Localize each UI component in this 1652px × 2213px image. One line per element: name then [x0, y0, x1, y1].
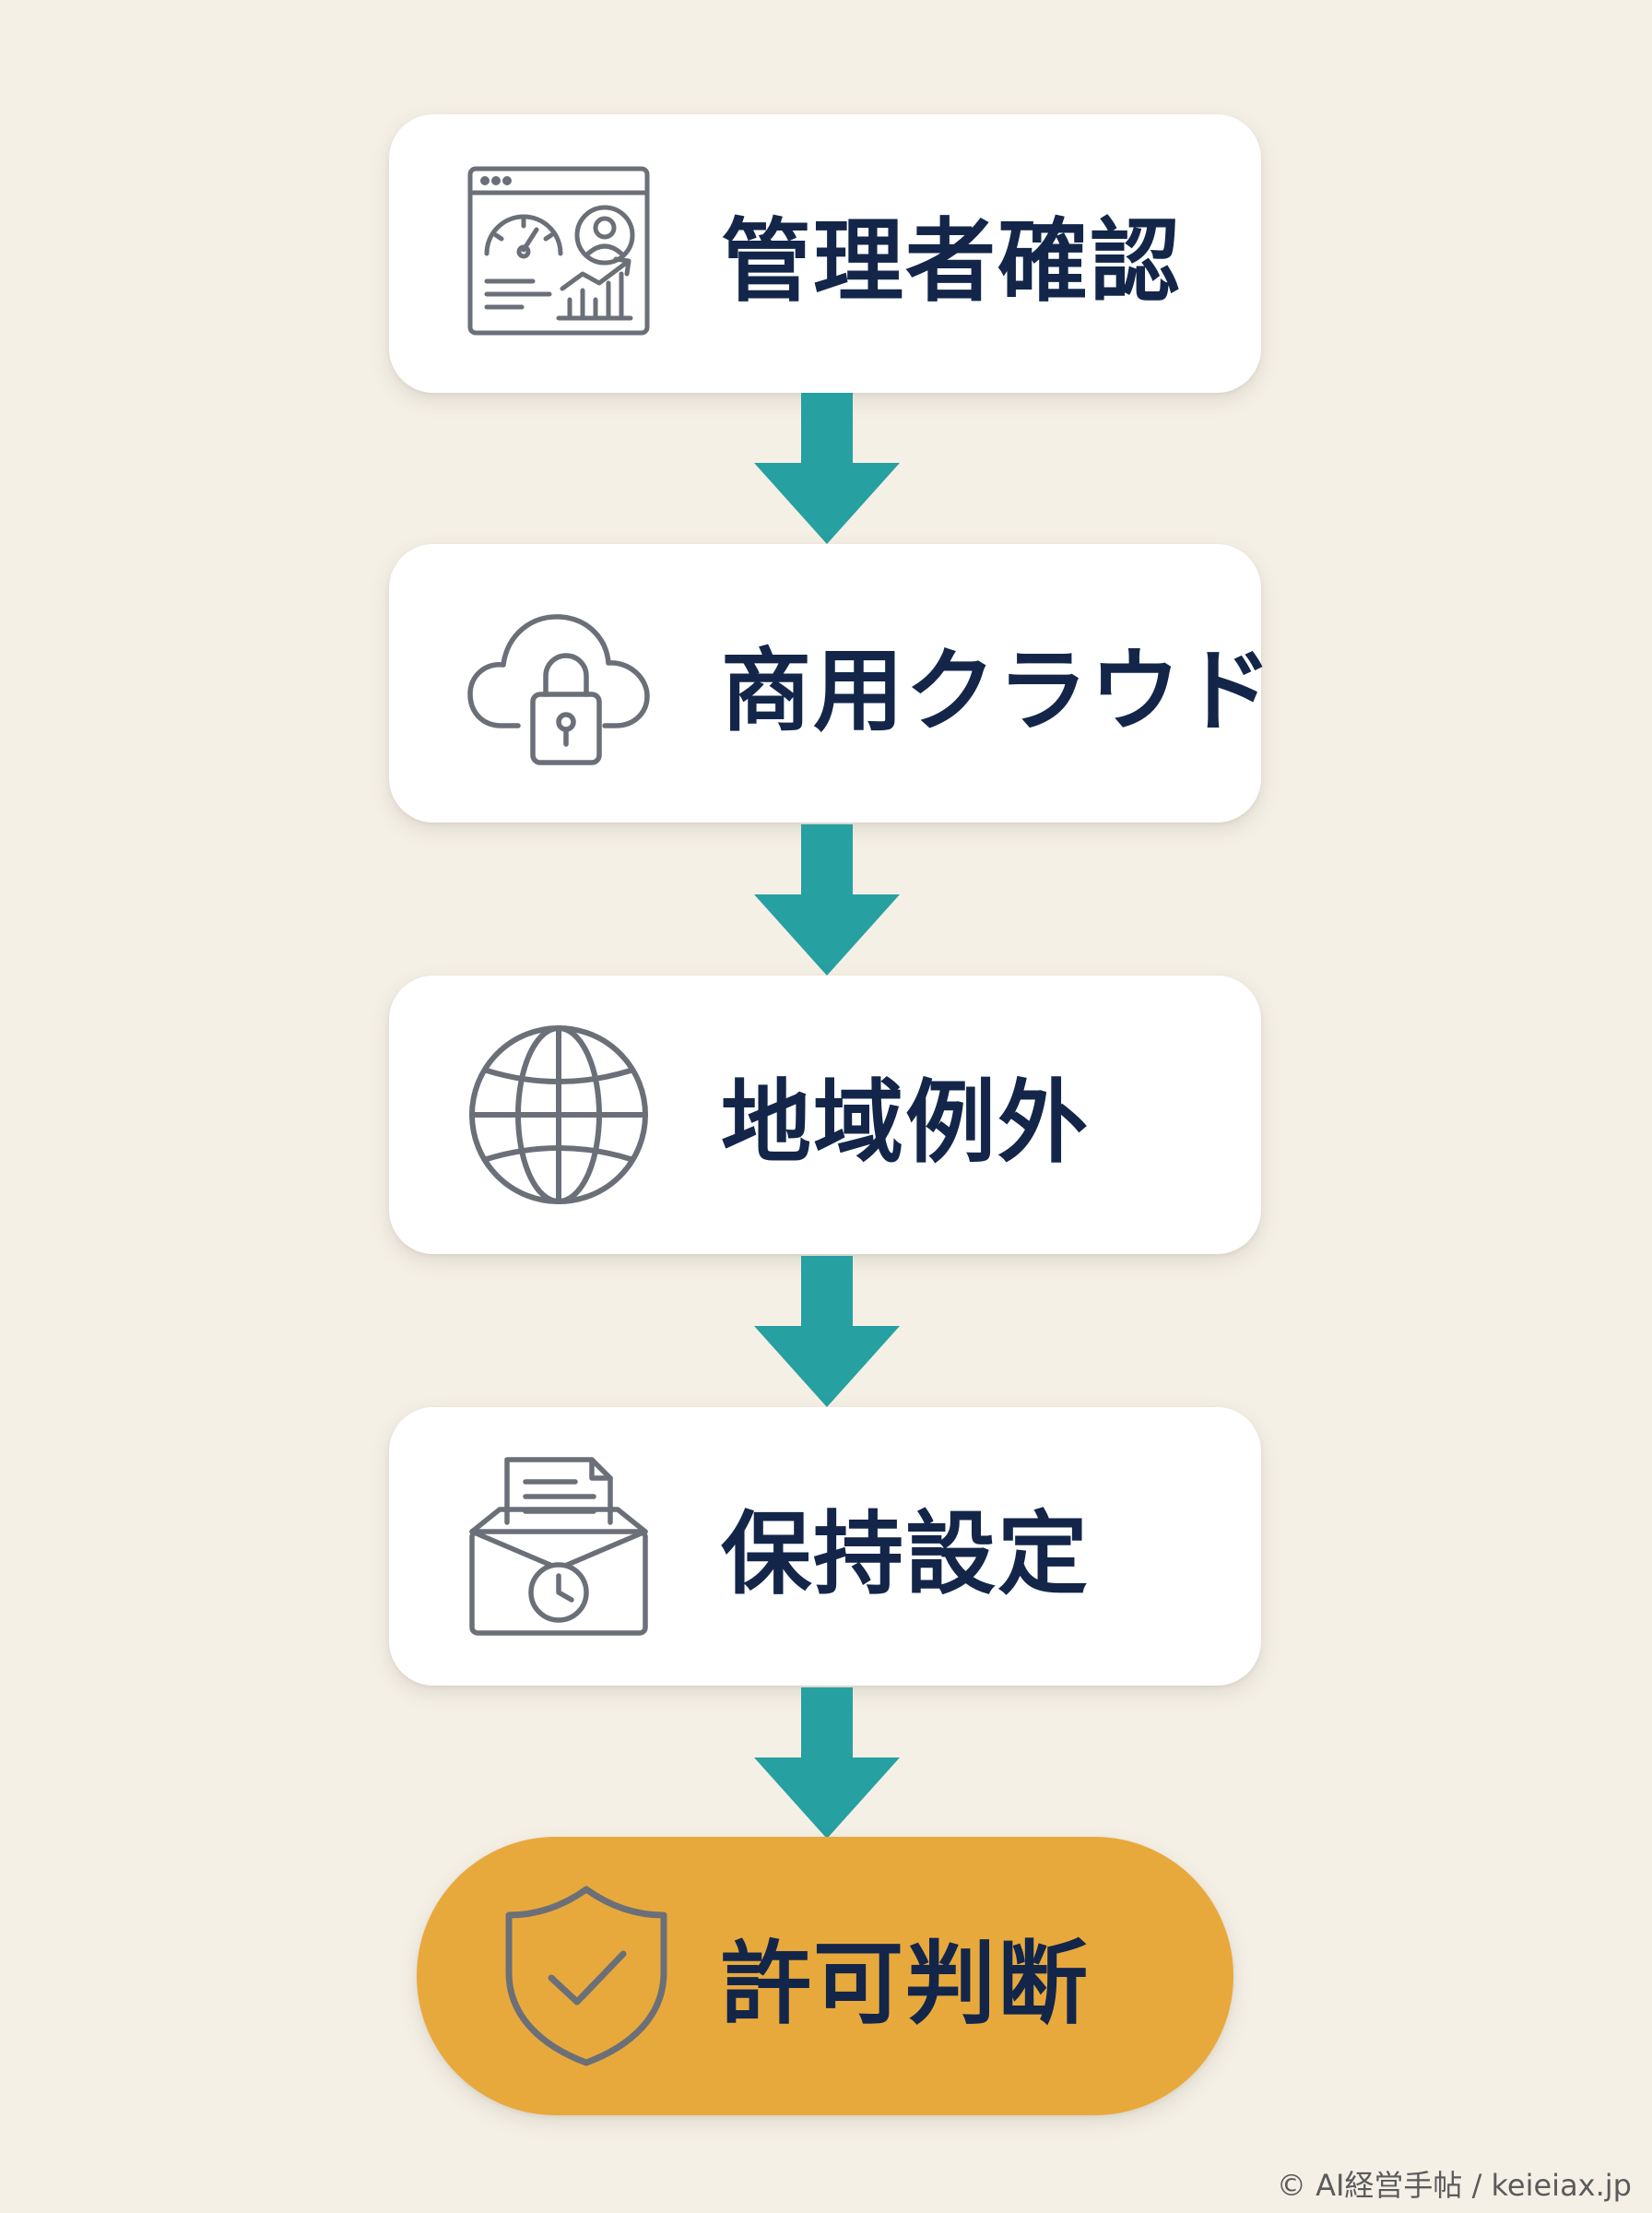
copyright-credit: © AI経営手帖 / keieiax.jp	[1276, 2168, 1632, 2203]
step-label: 保持設定	[721, 1502, 1091, 1607]
shield-check-icon	[494, 1884, 678, 2068]
flow-arrow	[754, 1687, 900, 1839]
flow-arrow	[754, 1256, 900, 1407]
step-card-regional-exception: 地域例外	[389, 976, 1261, 1254]
step-label: 管理者確認	[721, 209, 1183, 314]
archive-clock-icon	[466, 1454, 651, 1639]
final-label: 許可判断	[721, 1932, 1091, 2037]
step-card-admin-check: 管理者確認	[389, 114, 1261, 393]
step-card-commercial-cloud: 商用クラウド	[389, 544, 1272, 822]
final-decision-card: 許可判断	[417, 1837, 1233, 2115]
admin-dashboard-icon	[466, 161, 651, 346]
flow-arrow	[754, 393, 900, 544]
step-label: 商用クラウド	[721, 639, 1275, 744]
step-label: 地域例外	[721, 1071, 1091, 1176]
flow-arrow	[754, 824, 900, 976]
cloud-lock-icon	[466, 591, 651, 775]
globe-icon	[466, 1023, 651, 1207]
step-card-retention-settings: 保持設定	[389, 1407, 1261, 1686]
